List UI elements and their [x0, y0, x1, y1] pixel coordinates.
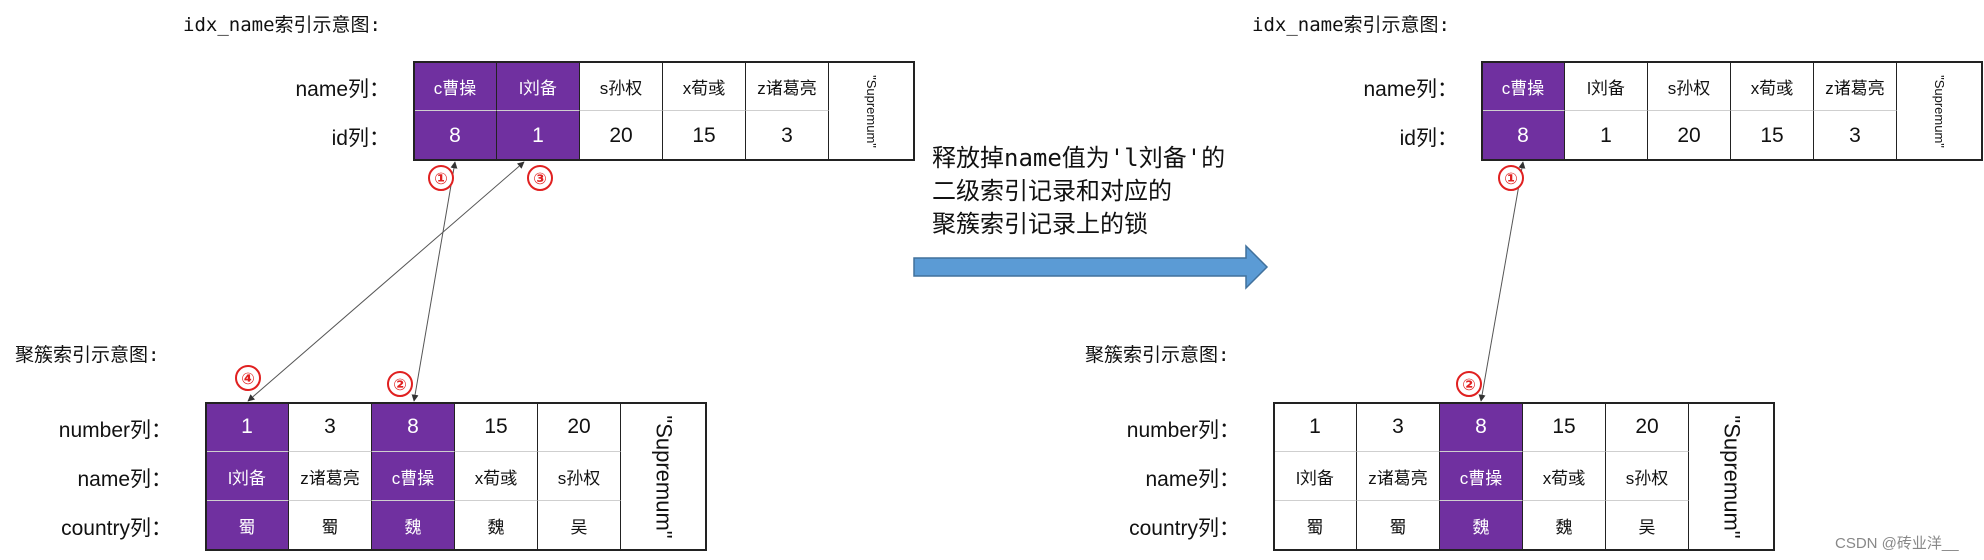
left-clustered-name-row: l刘备 z诸葛亮 c曹操 x荀彧 s孙权 [206, 452, 621, 501]
right-clustered-name-row: l刘备 z诸葛亮 c曹操 x荀彧 s孙权 [1274, 452, 1689, 501]
caption-line-3: 聚簇索引记录上的锁 [932, 210, 1148, 238]
right-country-col-label: country列： [1129, 517, 1240, 540]
right-secondary-index-title: idx_name索引示意图: [1252, 14, 1450, 36]
left-name-col-label-clustered: name列： [77, 468, 172, 491]
left-sec-id-cell: 1 [497, 111, 580, 160]
right-clu-number-cell: 3 [1357, 403, 1440, 452]
right-pointer-line-caocao [1478, 161, 1526, 402]
right-marker-1: ① [1498, 165, 1524, 191]
left-clustered-number-row: 1 3 8 15 20 [206, 403, 621, 452]
right-clu-name-cell: x荀彧 [1523, 452, 1606, 501]
right-secondary-id-row: 8 1 20 15 3 [1482, 111, 1897, 160]
right-clu-number-cell: 15 [1523, 403, 1606, 452]
marker-1: ① [428, 165, 454, 191]
right-clu-country-cell: 吴 [1606, 501, 1689, 550]
left-sec-id-cell: 20 [580, 111, 663, 160]
marker-3: ③ [527, 165, 553, 191]
action-caption: 释放掉name值为'l刘备'的 二级索引记录和对应的 聚簇索引记录上的锁 [932, 142, 1225, 241]
right-sec-id-cell: 20 [1648, 111, 1731, 160]
right-clu-country-cell: 蜀 [1274, 501, 1357, 550]
right-number-col-label: number列： [1126, 419, 1240, 442]
transition-arrow-icon [913, 244, 1269, 290]
left-clu-name-cell: s孙权 [538, 452, 621, 501]
left-clu-country-cell: 魏 [455, 501, 538, 550]
left-sec-name-cell: z诸葛亮 [746, 62, 829, 111]
right-sec-name-cell: c曹操 [1482, 62, 1565, 111]
right-clu-country-cell: 蜀 [1357, 501, 1440, 550]
left-clustered-index-title: 聚簇索引示意图: [15, 344, 160, 366]
right-clu-name-cell: c曹操 [1440, 452, 1523, 501]
left-name-col-label: name列： [295, 78, 390, 101]
left-number-col-label: number列： [58, 419, 172, 442]
right-clu-number-cell: 1 [1274, 403, 1357, 452]
left-pointer-line-caocao [411, 161, 458, 402]
caption-line-1: 释放掉name值为'l刘备'的 [932, 144, 1226, 172]
right-name-col-label: name列： [1363, 78, 1458, 101]
right-sec-name-cell: z诸葛亮 [1814, 62, 1897, 111]
right-id-col-label: id列： [1399, 127, 1458, 150]
right-sec-id-cell: 1 [1565, 111, 1648, 160]
right-sec-id-cell: 3 [1814, 111, 1897, 160]
left-clu-name-cell: x荀彧 [455, 452, 538, 501]
left-clu-name-cell: l刘备 [206, 452, 289, 501]
right-name-col-label-clustered: name列： [1145, 468, 1240, 491]
left-country-col-label: country列： [61, 517, 172, 540]
right-marker-2: ② [1456, 371, 1482, 397]
right-sec-name-cell: x荀彧 [1731, 62, 1814, 111]
marker-4: ④ [235, 365, 261, 391]
left-sec-name-cell: x荀彧 [663, 62, 746, 111]
left-clu-country-cell: 吴 [538, 501, 621, 550]
left-sec-name-cell: l刘备 [497, 62, 580, 111]
right-clustered-index-title: 聚簇索引示意图: [1085, 344, 1230, 366]
right-clustered-country-row: 蜀 蜀 魏 魏 吴 [1274, 501, 1689, 550]
left-clu-country-cell: 蜀 [289, 501, 372, 550]
left-clu-country-cell: 魏 [372, 501, 455, 550]
right-sec-name-cell: l刘备 [1565, 62, 1648, 111]
left-clu-country-cell: 蜀 [206, 501, 289, 550]
left-clu-name-cell: z诸葛亮 [289, 452, 372, 501]
right-clu-country-cell: 魏 [1440, 501, 1523, 550]
right-clustered-number-row: 1 3 8 15 20 [1274, 403, 1689, 452]
left-clu-number-cell: 8 [372, 403, 455, 452]
caption-line-2: 二级索引记录和对应的 [932, 177, 1172, 205]
watermark: CSDN @砖业洋__ [1835, 535, 1959, 552]
left-clu-number-cell: 1 [206, 403, 289, 452]
right-clu-name-cell: s孙权 [1606, 452, 1689, 501]
left-sec-id-cell: 8 [414, 111, 497, 160]
right-clu-number-cell: 20 [1606, 403, 1689, 452]
marker-2: ② [387, 371, 413, 397]
left-clu-name-cell: c曹操 [372, 452, 455, 501]
left-clu-number-cell: 15 [455, 403, 538, 452]
left-clustered-country-row: 蜀 蜀 魏 魏 吴 [206, 501, 621, 550]
left-sec-name-cell: s孙权 [580, 62, 663, 111]
right-clu-name-cell: l刘备 [1274, 452, 1357, 501]
left-secondary-id-row: 8 1 20 15 3 [414, 111, 829, 160]
right-sec-name-cell: s孙权 [1648, 62, 1731, 111]
right-secondary-name-row: c曹操 l刘备 s孙权 x荀彧 z诸葛亮 [1482, 62, 1897, 111]
left-secondary-name-row: c曹操 l刘备 s孙权 x荀彧 z诸葛亮 [414, 62, 829, 111]
right-clu-name-cell: z诸葛亮 [1357, 452, 1440, 501]
right-clu-country-cell: 魏 [1523, 501, 1606, 550]
right-sec-id-cell: 8 [1482, 111, 1565, 160]
left-pointer-line-liubei [247, 161, 525, 402]
right-sec-id-cell: 15 [1731, 111, 1814, 160]
right-clu-number-cell: 8 [1440, 403, 1523, 452]
left-clu-number-cell: 20 [538, 403, 621, 452]
left-id-col-label: id列： [331, 127, 390, 150]
left-sec-id-cell: 3 [746, 111, 829, 160]
left-sec-id-cell: 15 [663, 111, 746, 160]
left-secondary-index-title: idx_name索引示意图: [183, 14, 381, 36]
left-sec-name-cell: c曹操 [414, 62, 497, 111]
left-clu-number-cell: 3 [289, 403, 372, 452]
